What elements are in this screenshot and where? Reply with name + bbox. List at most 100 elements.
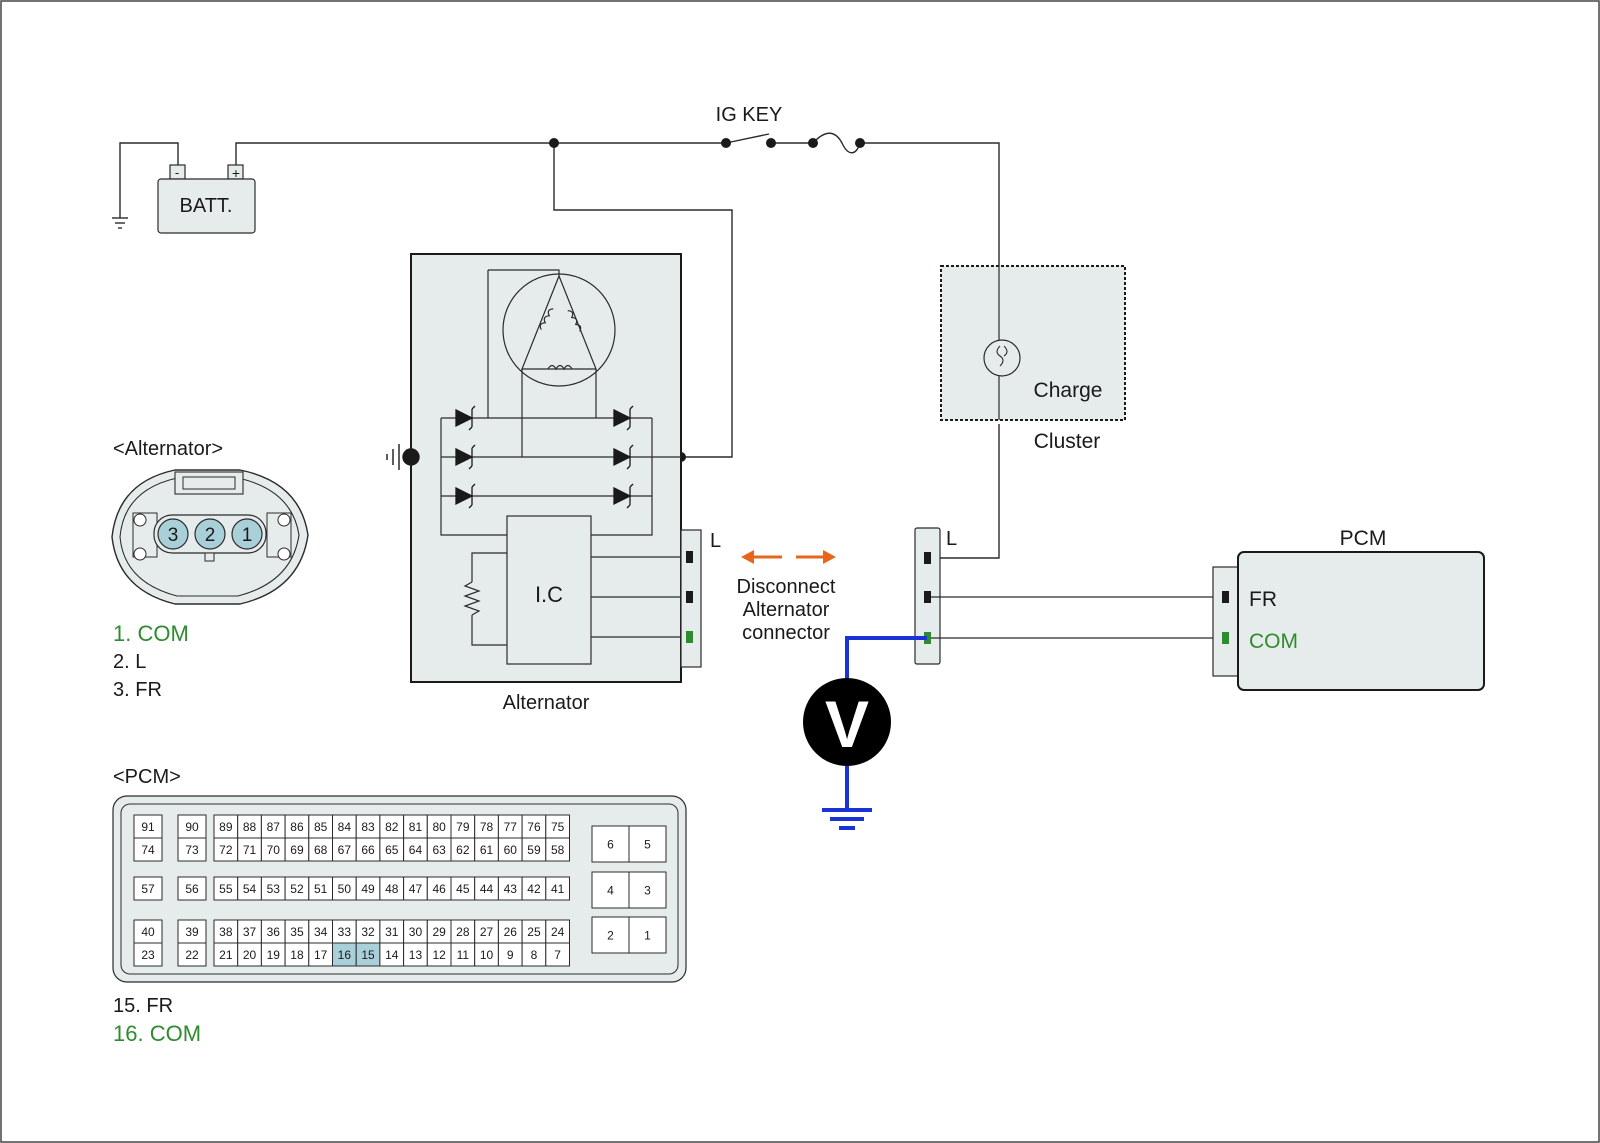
alternator-connector-title: <Alternator>: [113, 438, 223, 460]
harness-pin-l: [924, 552, 931, 564]
pcm-pin-number: 85: [314, 820, 328, 834]
battery-pos-label: +: [232, 165, 240, 181]
pcm-pin-cell: [628, 825, 667, 863]
pcm-pin-number: 77: [504, 820, 518, 834]
pcm-pin-number: 41: [551, 882, 565, 896]
pcm-pin-number: 79: [456, 820, 470, 834]
pcm-pin-number: 47: [409, 882, 423, 896]
pcm-pin-number: 33: [338, 925, 352, 939]
pcm-pin-number: 63: [432, 843, 446, 857]
pcm-pin-number: 32: [361, 925, 375, 939]
alternator-ground-icon: [386, 444, 420, 470]
pcm-pin-number: 51: [314, 882, 328, 896]
ic-label: I.C: [535, 582, 563, 607]
pcm-pin-number: 55: [219, 882, 233, 896]
alt-pin-2-number: 2: [205, 525, 216, 546]
charge-label: Charge: [1034, 379, 1103, 402]
pcm-com-label: COM: [1249, 630, 1298, 653]
pcm-pin-number: 9: [507, 948, 514, 962]
pcm-pin-number: 21: [219, 948, 233, 962]
disconnect-arrows: [741, 550, 836, 564]
pcm-pin-number: 31: [385, 925, 399, 939]
pcm-pin-number: 2: [607, 929, 614, 943]
pcm-pin-number: 65: [385, 843, 399, 857]
pcm-pin-number: 1: [644, 929, 651, 943]
fuse-symbol: [812, 132, 861, 154]
pcm-pin-number: 76: [527, 820, 541, 834]
pcm-pin-fr: [1222, 591, 1229, 603]
regulator-ic-box: [506, 515, 592, 665]
cluster-to-l-wire: [929, 424, 1000, 559]
pcm-pin-number: 66: [361, 843, 375, 857]
voltmeter-label: V: [825, 687, 869, 761]
alt-pin-1-number: 1: [242, 525, 253, 546]
pcm-pin-number: 18: [290, 948, 304, 962]
pcm-pin-number: 61: [480, 843, 494, 857]
harness-connector: L: [914, 527, 957, 665]
pcm-pin-number: 82: [385, 820, 399, 834]
battery-neg-label: -: [175, 165, 179, 180]
pcm-pin-number: 70: [267, 843, 281, 857]
pcm-pin-cell: [177, 942, 207, 967]
pcm-pin-number: 19: [267, 948, 281, 962]
pcm-pin-number: 7: [554, 948, 561, 962]
pcm-pin-cell: [591, 871, 630, 909]
stator-winding-icon: [487, 269, 616, 457]
alt-connector-pin-1: [231, 518, 263, 550]
ig-key-label: IG KEY: [716, 104, 783, 126]
pcm-pin-number: 88: [243, 820, 257, 834]
pcm-pin-number: 45: [456, 882, 470, 896]
pcm-pin-number: 5: [644, 838, 651, 852]
pcm-pin-number: 53: [267, 882, 281, 896]
pcm-pin-number: 91: [141, 820, 155, 834]
pcm-pin-number: 49: [361, 882, 375, 896]
pcm-pin-number: 50: [338, 882, 352, 896]
alt-legend-3: 3. FR: [113, 679, 162, 701]
pcm-connector-shell: [1212, 566, 1240, 677]
pcm-signal-wires: [931, 596, 1222, 639]
pcm-pin-number: 71: [243, 843, 257, 857]
pcm-pin-number: 43: [504, 882, 518, 896]
pcm-pin-com: [1222, 632, 1229, 644]
note-line-1: Disconnect: [737, 576, 836, 598]
pcm-pin-number: 14: [385, 948, 399, 962]
pcm-pin-number: 73: [185, 843, 199, 857]
pcm-pin-number: 40: [141, 925, 155, 939]
pcm-pin-cell: [628, 871, 667, 909]
pcm-pin-cell: [628, 916, 667, 954]
pcm-pin-number: 86: [290, 820, 304, 834]
pcm-pin-number: 69: [290, 843, 304, 857]
pcm-pin-number: 64: [409, 843, 423, 857]
pcm-pin-number: 67: [338, 843, 352, 857]
alt-pin-fr: [686, 591, 693, 603]
pcm-label: PCM: [1340, 527, 1387, 550]
pcm-pin-number: 52: [290, 882, 304, 896]
pcm-pin-cell: [591, 825, 630, 863]
pcm-pin-number: 89: [219, 820, 233, 834]
alternator-label: Alternator: [503, 692, 590, 714]
pcm-pin-number: 72: [219, 843, 233, 857]
alt-pin-com: [686, 631, 693, 643]
pcm-pin-cell: [545, 837, 570, 862]
cluster: Charge Cluster: [940, 265, 1126, 453]
pcm-pin-number: 42: [527, 882, 541, 896]
pcm-pin-number: 27: [480, 925, 494, 939]
ic-output-wires: [591, 556, 686, 638]
pcm-pin-number: 75: [551, 820, 565, 834]
pcm-pin-cell: [177, 837, 207, 862]
pcm-pin-number: 3: [644, 884, 651, 898]
harness-pin-com: [924, 632, 931, 644]
pcm-pin-number: 90: [185, 820, 199, 834]
pcm-pin-number: 29: [432, 925, 446, 939]
pcm-pin-number: 23: [141, 948, 155, 962]
battery-ground-wire: [119, 142, 179, 218]
pcm-pin-number: 57: [141, 882, 155, 896]
pcm-pin-number: 81: [409, 820, 423, 834]
harness-l-label: L: [946, 528, 957, 550]
pcm-pin-number: 12: [432, 948, 446, 962]
pcm-pin-number: 87: [267, 820, 281, 834]
pcm-pin-number: 13: [409, 948, 423, 962]
voltmeter-icon: [803, 678, 891, 766]
pcm-pin-number: 56: [185, 882, 199, 896]
